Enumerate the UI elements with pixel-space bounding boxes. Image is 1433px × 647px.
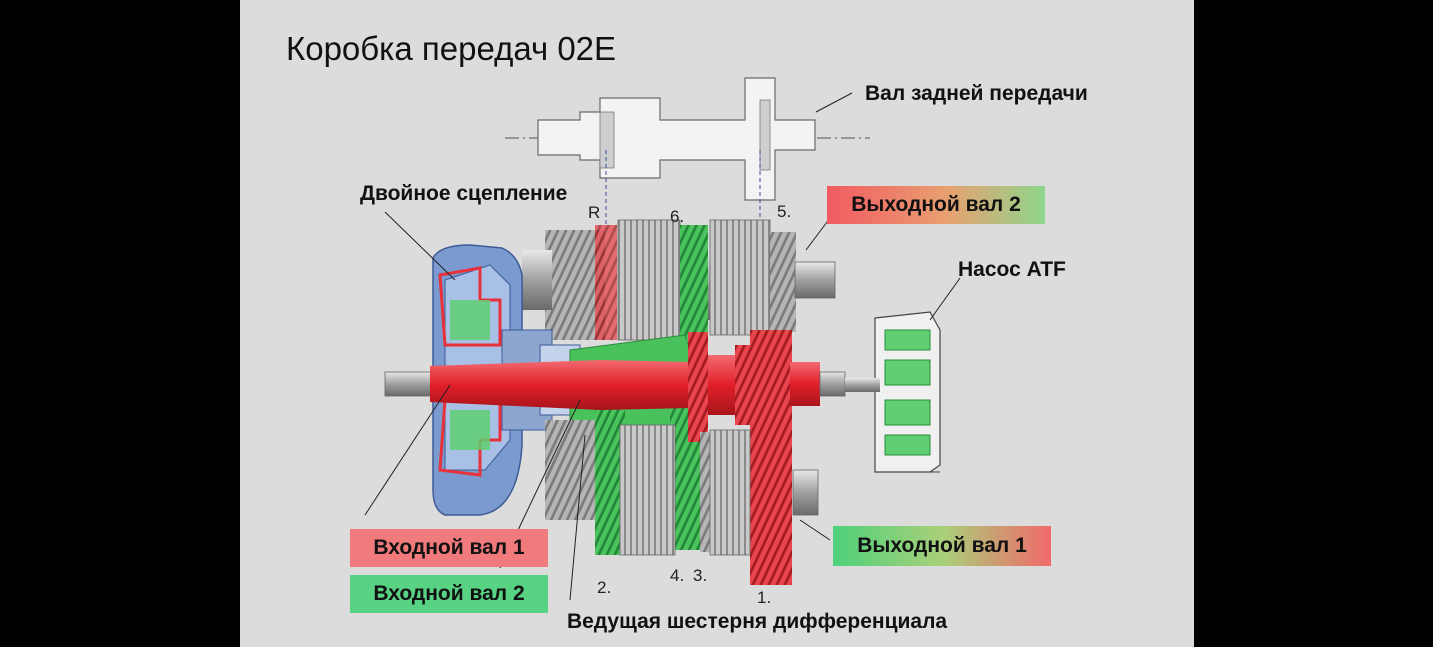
slide: Коробка передач 02E Вал задней передачи …	[240, 0, 1194, 647]
upper-gear-set	[522, 219, 836, 341]
label-output-shaft-1: Выходной вал 1	[833, 526, 1051, 566]
label-diff-gear: Ведущая шестерня дифференциала	[567, 610, 948, 633]
label-output-shaft-2: Выходной вал 2	[827, 186, 1045, 224]
gear-number-4: 4.	[670, 566, 685, 585]
label-input-shaft-1: Входной вал 1	[350, 529, 548, 567]
page-title: Коробка передач 02E	[286, 30, 617, 67]
gear-number-2: 2.	[597, 578, 612, 597]
label-dual-clutch: Двойное сцепление	[360, 182, 568, 205]
gearbox-diagram	[364, 77, 961, 601]
atf-pump	[845, 311, 941, 473]
gear-number-5: 5.	[777, 202, 792, 221]
lower-gear-set	[545, 420, 819, 556]
input-shaft-1	[384, 330, 846, 585]
gear-number-6: 6.	[670, 207, 685, 226]
reverse-shaft	[505, 77, 870, 360]
gear-number-3: 3.	[693, 566, 708, 585]
label-atf-pump: Насос ATF	[958, 258, 1066, 281]
gear-number-1: 1.	[757, 588, 772, 607]
label-input-shaft-2: Входной вал 2	[350, 575, 548, 613]
gear-number-r: R	[588, 203, 601, 222]
label-reverse-shaft: Вал задней передачи	[865, 82, 1088, 105]
